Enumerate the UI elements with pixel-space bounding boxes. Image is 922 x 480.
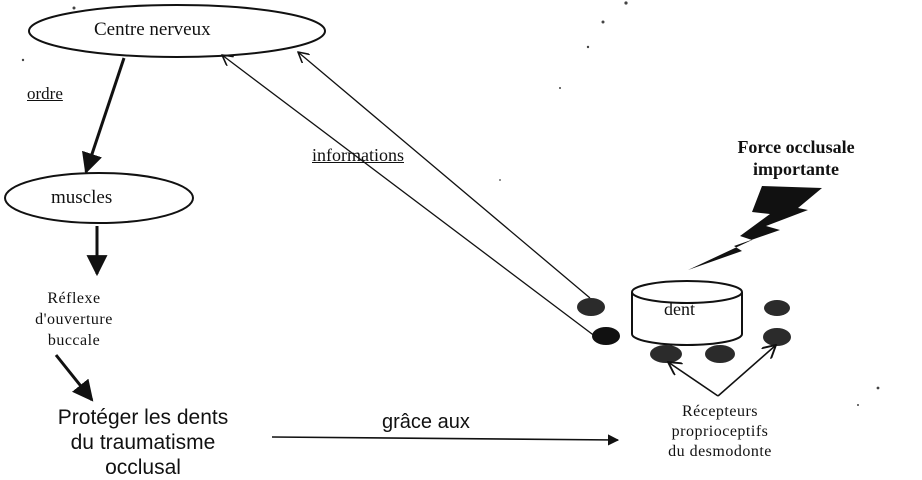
proteger-line-2: du traumatisme [70, 431, 216, 454]
recepteurs-label: Récepteurs proprioceptifs du desmodonte [636, 402, 804, 462]
informations-arrow-lower [222, 55, 597, 338]
proteger-line-1: Protéger les dents [57, 406, 229, 429]
proteger-line-3: occlusal [105, 456, 181, 479]
force-line-1: Force occlusale [737, 137, 855, 157]
speckle-marks [21, 1, 880, 406]
receptor-dot [764, 300, 790, 316]
force-line-2: importante [753, 159, 839, 179]
reflexe-line-3: buccale [47, 332, 101, 349]
reflexe-to-proteger-arrow [54, 354, 94, 402]
reflexe-line-2: d'ouverture [35, 311, 113, 328]
lightning-bolt-icon [688, 186, 822, 270]
ordre-arrow [82, 57, 126, 174]
muscles-label: muscles [51, 187, 113, 208]
dent-cylinder [631, 280, 743, 346]
receptor-dot [650, 345, 682, 363]
receptor-dot [592, 327, 620, 345]
recepteurs-line-1: Récepteurs [681, 403, 759, 420]
receptor-dot [763, 328, 791, 346]
proteger-label: Protéger les dents du traumatisme occlus… [18, 405, 268, 480]
grace-aux-arrow [271, 434, 620, 446]
dent-label: dent [664, 299, 695, 319]
reflexe-label: Réflexe d'ouverture buccale [14, 288, 134, 351]
force-label: Force occlusale importante [696, 136, 896, 180]
centre-nerveux-node [28, 4, 326, 58]
reflexe-line-1: Réflexe [47, 290, 101, 307]
receptor-dot [705, 345, 735, 363]
recepteurs-line-2: proprioceptifs [671, 423, 769, 440]
centre-nerveux-label: Centre nerveux [94, 19, 211, 40]
recepteurs-pointer-arrow [668, 362, 719, 397]
grace-aux-label: grâce aux [382, 411, 470, 433]
ordre-label: ordre [27, 84, 63, 103]
recepteurs-pointer-arrow [717, 345, 776, 397]
informations-label: informations [312, 145, 404, 165]
receptor-dot [577, 298, 605, 316]
recepteurs-line-3: du desmodonte [668, 443, 772, 460]
informations-arrow-upper [298, 52, 591, 299]
